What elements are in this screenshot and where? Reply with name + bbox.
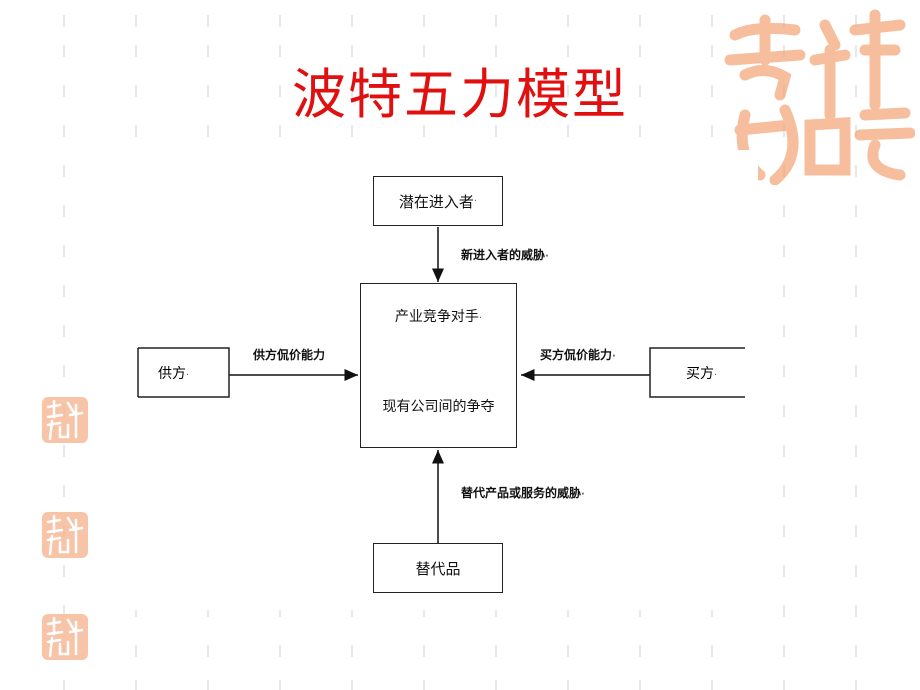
box-substitutes: 替代品 (373, 543, 503, 593)
edge-label-left: 供方侃价能力 (253, 346, 325, 363)
seal-small-3 (40, 612, 90, 662)
edge-label-right-text: 买方侃价能力 (540, 348, 613, 362)
edge-label-right: 买方侃价能力· (540, 348, 616, 362)
center-bottom-label: 现有公司间的争夺 (382, 399, 495, 415)
seal-large (715, 5, 916, 186)
slide-title: 波特五力模型 (292, 63, 628, 126)
seal-small-2-art (42, 512, 88, 558)
box-potential-entrants: 潜在进入者· (373, 176, 503, 226)
box-suppliers-label: 供方 (158, 366, 186, 382)
seal-small-1 (40, 395, 90, 445)
center-top-label: 产业竞争对手 (394, 309, 479, 325)
edge-label-top: 新进入者的威胁· (461, 248, 549, 262)
box-buyers-label-wrap: 买方· (686, 366, 718, 382)
edge-label-left-text: 供方侃价能力 (253, 348, 326, 362)
edge-label-bottom: 替代产品或服务的威胁· (461, 486, 585, 500)
seal-large-art (724, 9, 916, 186)
seal-small-1-art (42, 397, 88, 443)
edge-label-bottom-text: 替代产品或服务的威胁 (461, 486, 582, 500)
box-buyers-label: 买方 (686, 366, 714, 382)
left-box-border (138, 347, 230, 398)
seal-small-3-art (42, 614, 88, 660)
box-potential-entrants-label: 潜在进入者 (398, 192, 474, 211)
five-forces-diagram: 潜在进入者· 替代品 产业竞争对手· 现有公司间的争夺 供方· 买方· 新进入者… (103, 150, 758, 610)
edge-label-top-text: 新进入者的威胁 (461, 248, 546, 262)
right-box-border (649, 347, 745, 398)
box-substitutes-label: 替代品 (415, 559, 461, 578)
box-suppliers-label-wrap: 供方· (158, 366, 190, 382)
box-industry-rivals: 产业竞争对手· 现有公司间的争夺 (360, 283, 517, 448)
seal-small-2 (40, 510, 90, 560)
